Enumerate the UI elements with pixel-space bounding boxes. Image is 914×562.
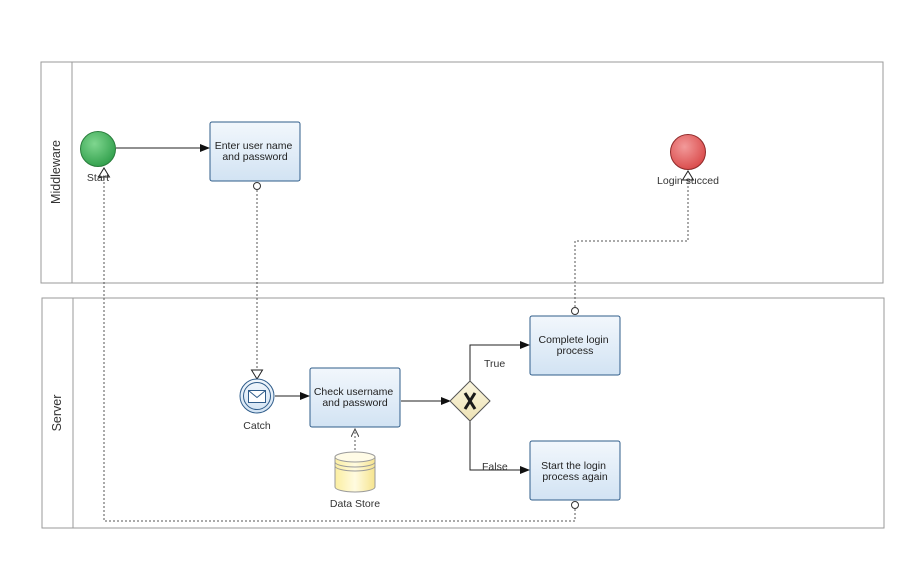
lane-label-middleware: Middleware (49, 140, 63, 204)
exclusive-gateway[interactable] (449, 380, 491, 422)
task-restart-login-line-1: Start the login (541, 460, 606, 472)
message-flow-enter-to-catch[interactable] (250, 182, 264, 380)
sequence-flow-gateway-false[interactable] (469, 421, 530, 474)
end-event-label: Login succed (657, 175, 719, 187)
svg-text:Enter user name and pass: Enter user name and password (215, 140, 296, 163)
end-event[interactable] (670, 134, 706, 170)
message-flow-restart-to-start[interactable] (97, 167, 579, 522)
task-enter-credentials[interactable]: Enter user name and password (209, 121, 301, 182)
task-enter-credentials-line-2: and password (222, 151, 288, 163)
task-check-credentials-line-1: Check username (314, 386, 394, 398)
sequence-flow-gateway-true[interactable] (469, 341, 530, 381)
task-complete-login-line-1: Complete login (539, 334, 609, 346)
lane-label-server: Server (50, 395, 64, 432)
exclusive-x-icon (463, 392, 477, 410)
database-icon (334, 451, 376, 493)
task-enter-credentials-line-1: Enter user name (215, 140, 293, 152)
task-check-credentials-line-2: and password (322, 397, 388, 409)
catch-event-label: Catch (243, 420, 271, 432)
data-store-label: Data Store (330, 498, 380, 510)
task-check-credentials[interactable]: Check username and password (309, 367, 401, 428)
task-restart-login[interactable]: Start the login process again (529, 440, 621, 501)
envelope-icon (248, 390, 266, 403)
task-complete-login[interactable]: Complete login process (529, 315, 621, 376)
message-flow-complete-to-end[interactable] (571, 170, 695, 315)
catch-event[interactable] (239, 378, 275, 414)
svg-text:Complete login process: Complete login process (539, 334, 612, 357)
data-store[interactable] (334, 451, 376, 493)
lane-middleware[interactable]: Middleware (40, 61, 884, 284)
task-restart-login-line-2: process again (542, 471, 608, 483)
flow-label-true: True (484, 358, 505, 370)
task-complete-login-line-2: process (557, 345, 594, 357)
start-event[interactable] (80, 131, 116, 167)
start-event-label: Start (87, 172, 109, 184)
svg-text:Start the login process: Start the login process again (541, 460, 609, 483)
flow-label-false: False (482, 461, 508, 473)
svg-text:Check username and passw: Check username and password (314, 386, 396, 409)
